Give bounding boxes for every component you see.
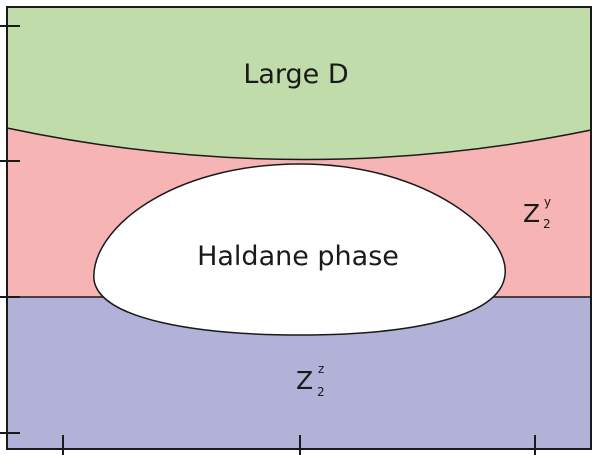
svg-text:2: 2 (317, 385, 325, 399)
phase-boundary-upper (6, 127, 592, 161)
svg-text:Z: Z (296, 366, 313, 395)
large-d-label: Large D (243, 59, 348, 90)
haldane-label: Haldane phase (197, 241, 399, 272)
haldane-region (93, 163, 506, 336)
large-d-region (7, 7, 591, 160)
svg-text:z: z (318, 362, 324, 376)
z2y-label: Z y 2 (523, 195, 551, 231)
z2z-label: Z z 2 (296, 362, 325, 399)
svg-text:2: 2 (543, 217, 551, 231)
svg-text:Z: Z (523, 199, 540, 228)
svg-text:y: y (544, 195, 551, 209)
